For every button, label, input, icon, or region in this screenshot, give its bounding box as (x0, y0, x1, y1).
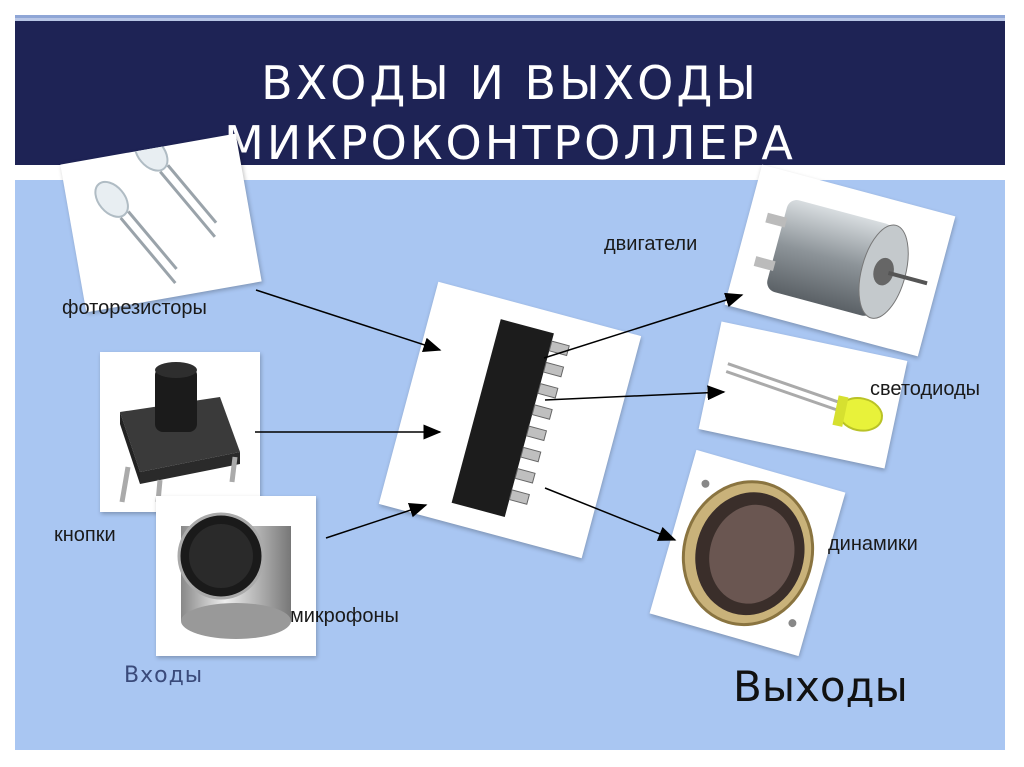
microphone-icon (177, 512, 291, 639)
label-leds: светодиоды (870, 378, 981, 400)
arrow-microphone-to-mcu (325, 503, 428, 539)
arrow-mcu-to-speaker (544, 487, 677, 541)
microcontroller-chip-icon (451, 319, 570, 517)
label-microphones: микрофоны (290, 605, 399, 627)
microphone-card (156, 496, 316, 656)
microcontroller-card (378, 281, 642, 559)
arrow-photoresistor-to-mcu (255, 289, 442, 353)
inputs-group-label: Входы (124, 663, 204, 688)
outputs-group-label: Выходы (733, 662, 908, 711)
title-line-1: ВХОДЫ И ВЫХОДЫ (261, 56, 759, 110)
motor-card (724, 164, 956, 357)
slide-title: ВХОДЫ И ВЫХОДЫ МИКРОКОНТРОЛЛЕРА (15, 53, 1005, 173)
led-icon (725, 362, 884, 432)
label-motors: двигатели (604, 233, 698, 255)
push-button-icon (119, 362, 240, 503)
arrow-mcu-to-motor (543, 292, 744, 359)
push-button-card (100, 352, 260, 512)
speaker-icon (681, 479, 815, 628)
speaker-card (649, 449, 846, 657)
title-line-2: МИКРОКОНТРОЛЛЕРА (224, 116, 796, 170)
led-card (698, 321, 908, 469)
label-photoresistors: фоторезисторы (62, 297, 207, 319)
arrow-mcu-to-led (544, 385, 726, 401)
label-speakers: динамики (828, 533, 918, 555)
dc-motor-icon (753, 200, 928, 319)
title-bar: ВХОДЫ И ВЫХОДЫ МИКРОКОНТРОЛЛЕРА (15, 15, 1005, 170)
label-buttons: кнопки (54, 524, 116, 546)
